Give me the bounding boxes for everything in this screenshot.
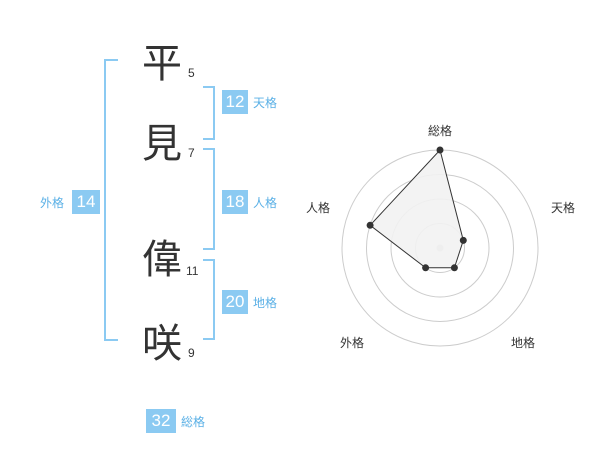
radar-point-1 xyxy=(436,146,444,154)
radar-axis-label-1: 総格 xyxy=(428,123,452,138)
tenkaku-bracket xyxy=(203,86,215,140)
gaikaku-label: 外格 xyxy=(40,196,65,210)
tenkaku-label: 天格 xyxy=(253,96,278,110)
chikaku-value: 20 xyxy=(222,290,248,314)
radar-point-5 xyxy=(366,221,374,229)
stroke-count-1: 5 xyxy=(188,66,195,80)
radar-axis-label-5: 人格 xyxy=(306,200,330,215)
stroke-count-2: 7 xyxy=(188,146,195,160)
radar-point-3 xyxy=(450,264,458,272)
name-char-4: 咲 xyxy=(142,321,182,367)
soukaku-label: 総格 xyxy=(181,415,206,429)
radar-point-2 xyxy=(459,236,467,244)
gaikaku-value: 14 xyxy=(72,190,100,214)
gaikaku-bracket xyxy=(104,59,118,341)
jinkaku-label: 人格 xyxy=(253,196,278,210)
radar-axis-label-4: 外格 xyxy=(340,335,364,350)
jinkaku-value: 18 xyxy=(222,190,248,214)
name-char-1: 平 xyxy=(142,41,182,87)
name-char-3: 偉 xyxy=(142,237,182,283)
tenkaku-value: 12 xyxy=(222,90,248,114)
stroke-count-3: 11 xyxy=(186,264,199,278)
jinkaku-bracket xyxy=(203,148,215,250)
soukaku-value: 32 xyxy=(146,409,176,433)
radar-polygon xyxy=(369,148,464,269)
radar-point-4 xyxy=(422,264,430,272)
chikaku-label: 地格 xyxy=(253,296,278,310)
radar-axis-label-2: 天格 xyxy=(551,200,575,215)
stroke-count-4: 9 xyxy=(188,346,195,360)
name-char-2: 見 xyxy=(142,121,182,167)
chikaku-bracket xyxy=(203,259,215,340)
radar-axis-label-3: 地格 xyxy=(511,335,535,350)
